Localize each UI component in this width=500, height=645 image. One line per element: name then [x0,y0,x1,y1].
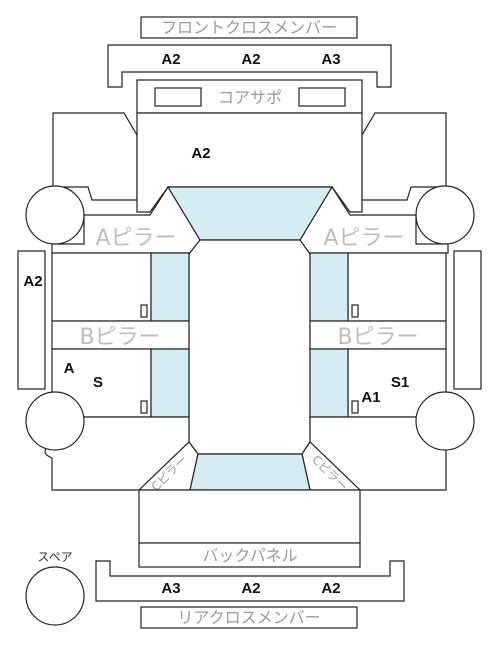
left-front-door [51,252,152,322]
left-front-wheel [25,185,85,245]
left-rocker-panel [17,250,46,390]
left-front-fender [52,112,138,201]
left-rear-window [150,348,190,418]
grade-hood: A2 [191,145,210,162]
rear-cross-member-label: リアクロスメンバー [177,608,320,627]
grade-front-cross-2: A2 [241,51,260,68]
rear-cross-member-box [140,606,358,629]
front-cross-member-box [140,16,358,39]
right-rocker-panel [453,250,482,390]
right-front-fender [361,112,447,201]
grade-rear-cross-3: A2 [321,580,340,597]
left-rear-door-handle [140,400,148,414]
core-support-left-slot [154,87,202,107]
grade-front-cross-3: A3 [321,51,340,68]
rear-cross-member [95,560,405,602]
rear-window [189,453,311,491]
left-rear-wheel [25,391,85,451]
front-cross-member [107,44,392,88]
grade-rear-cross-2: A2 [241,580,260,597]
core-support-right-slot [298,87,346,107]
right-rear-door-handle [351,400,359,414]
back-panel [138,542,361,568]
back-panel-label: バックパネル [202,546,297,565]
grade-right-rear-s1: S1 [391,374,409,391]
right-rear-wheel [415,391,475,451]
trunk-lid [138,489,361,544]
grade-left-rear-s: S [93,374,103,391]
roof [188,239,311,455]
front-cross-member-label: フロントクロスメンバー [161,18,337,37]
left-a-pillar-label: Aピラー [95,226,176,251]
spare-label: スペア [37,550,72,564]
grade-left-rear-a: A [64,360,75,377]
spare-tire [25,566,85,626]
core-support-label: コアサポ [218,88,282,107]
right-b-pillar [309,320,447,350]
right-front-door-handle [351,304,359,318]
grade-left-rocker: A2 [23,273,42,290]
right-front-window [309,252,349,322]
grade-right-rear-a1: A1 [361,389,380,406]
right-a-pillar-label: Aピラー [323,226,404,251]
right-b-pillar-label: Bピラー [337,325,418,350]
grade-rear-cross-1: A3 [161,580,180,597]
right-rear-window [309,348,349,418]
right-front-door [347,252,447,322]
left-front-door-handle [140,304,148,318]
right-front-wheel [415,185,475,245]
grade-front-cross-1: A2 [161,51,180,68]
left-front-window [150,252,190,322]
left-b-pillar-label: Bピラー [79,325,160,350]
